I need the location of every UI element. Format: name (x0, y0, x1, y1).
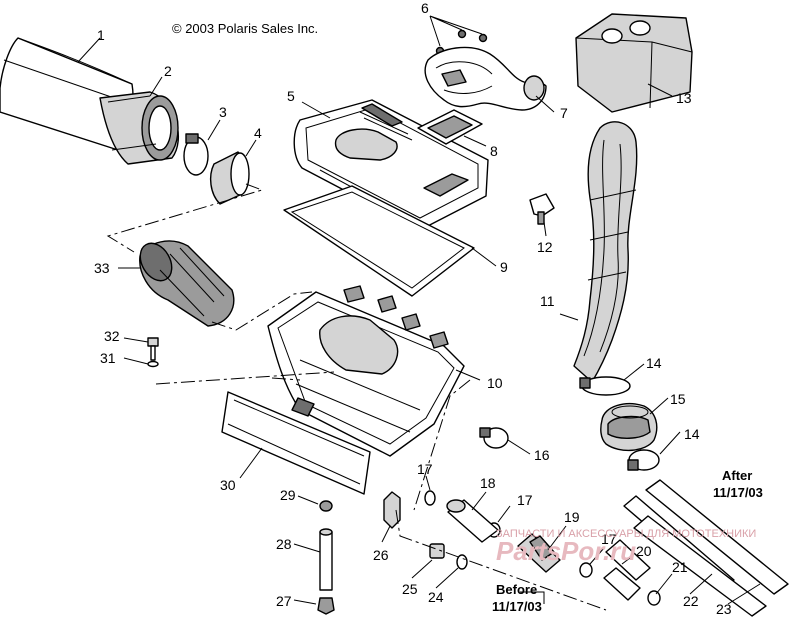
callout-17c: 17 (601, 531, 617, 547)
callout-31: 31 (100, 350, 116, 366)
part-32-bolt (147, 337, 159, 361)
part-33-boot (139, 240, 235, 327)
callout-24: 24 (428, 589, 444, 605)
callout-7: 7 (560, 105, 568, 121)
hose-after-short (633, 515, 767, 617)
before-label: Before (496, 582, 537, 597)
part-14-clamp-upper (579, 376, 631, 396)
before-date: 11/17/03 (492, 599, 542, 614)
watermark-tagline: ЗАПЧАСТИ И АКСЕССУАРЫ ДЛЯ МОТОТЕХНИКИ (496, 528, 756, 540)
callout-27: 27 (276, 593, 292, 609)
part-29-cap (319, 500, 333, 512)
part-19-valve (517, 533, 561, 573)
part-21-clamp (647, 590, 661, 606)
callout-numbers: 1 2 3 4 5 6 7 8 9 10 11 12 13 14 15 14 1… (94, 0, 732, 617)
part-7-intake-duct (424, 46, 547, 111)
copyright-text: © 2003 Polaris Sales Inc. (172, 21, 318, 36)
part-18-hose (446, 499, 499, 543)
callout-6: 6 (421, 0, 429, 16)
after-date: 11/17/03 (713, 485, 763, 500)
part-4-ring (209, 151, 250, 205)
leader-lines (77, 15, 761, 605)
callout-23: 23 (716, 601, 732, 617)
part-30-shield (221, 391, 371, 495)
part-9-airbox-seal (283, 185, 475, 297)
callout-16: 16 (534, 447, 550, 463)
part-13-cover (575, 13, 693, 113)
part-23-hose (645, 479, 789, 595)
part-2-air-filter (99, 91, 180, 165)
part-15-coupler (600, 402, 658, 451)
callout-20: 20 (636, 543, 652, 559)
callout-13: 13 (676, 90, 692, 106)
callout-14b: 14 (684, 426, 700, 442)
after-label: After (722, 468, 752, 483)
callout-10: 10 (487, 375, 503, 391)
callout-4: 4 (254, 125, 262, 141)
callout-33: 33 (94, 260, 110, 276)
callout-29: 29 (280, 487, 296, 503)
callout-18: 18 (480, 475, 496, 491)
assembly-lines (106, 183, 607, 611)
part-8-gasket (417, 109, 483, 145)
part-26-bracket (383, 491, 401, 529)
callout-9: 9 (500, 259, 508, 275)
part-3-clamp (183, 133, 209, 176)
callout-19: 19 (564, 509, 580, 525)
callout-14a: 14 (646, 355, 662, 371)
part-27-drain-plug (317, 597, 335, 615)
part-17-clip-c (579, 562, 593, 578)
part-17-clip-a (424, 490, 436, 506)
part-5-airbox-lid (293, 99, 489, 231)
part-24-clip (456, 554, 468, 570)
callout-12: 12 (537, 239, 553, 255)
callout-26: 26 (373, 547, 389, 563)
part-11-outlet-tube (573, 121, 638, 383)
callout-17a: 17 (417, 461, 433, 477)
callout-28: 28 (276, 536, 292, 552)
callout-32: 32 (104, 328, 120, 344)
part-25-plug (429, 543, 445, 559)
part-31-washer (147, 360, 159, 368)
callout-2: 2 (164, 63, 172, 79)
callout-21: 21 (672, 559, 688, 575)
callout-17b: 17 (517, 492, 533, 508)
callout-25: 25 (402, 581, 418, 597)
callout-8: 8 (490, 143, 498, 159)
callout-1: 1 (97, 27, 105, 43)
part-12-fitting (529, 193, 555, 225)
callout-15: 15 (670, 391, 686, 407)
callout-30: 30 (220, 477, 236, 493)
watermark-logo: PartsPor.ru (496, 536, 636, 566)
revision-notes: After 11/17/03 Before 11/17/03 (492, 468, 763, 614)
callout-11: 11 (540, 293, 555, 309)
part-16-clamp (479, 427, 509, 449)
hose-before-lower (603, 567, 641, 601)
part-10-airbox-base (267, 285, 465, 457)
callout-22: 22 (683, 593, 699, 609)
part-28-drain-tube (319, 528, 333, 591)
callout-5: 5 (287, 88, 295, 104)
watermark: ЗАПЧАСТИ И АКСЕССУАРЫ ДЛЯ МОТОТЕХНИКИ Pa… (496, 528, 756, 566)
part-14-clamp-lower (627, 449, 660, 471)
callout-3: 3 (219, 104, 227, 120)
